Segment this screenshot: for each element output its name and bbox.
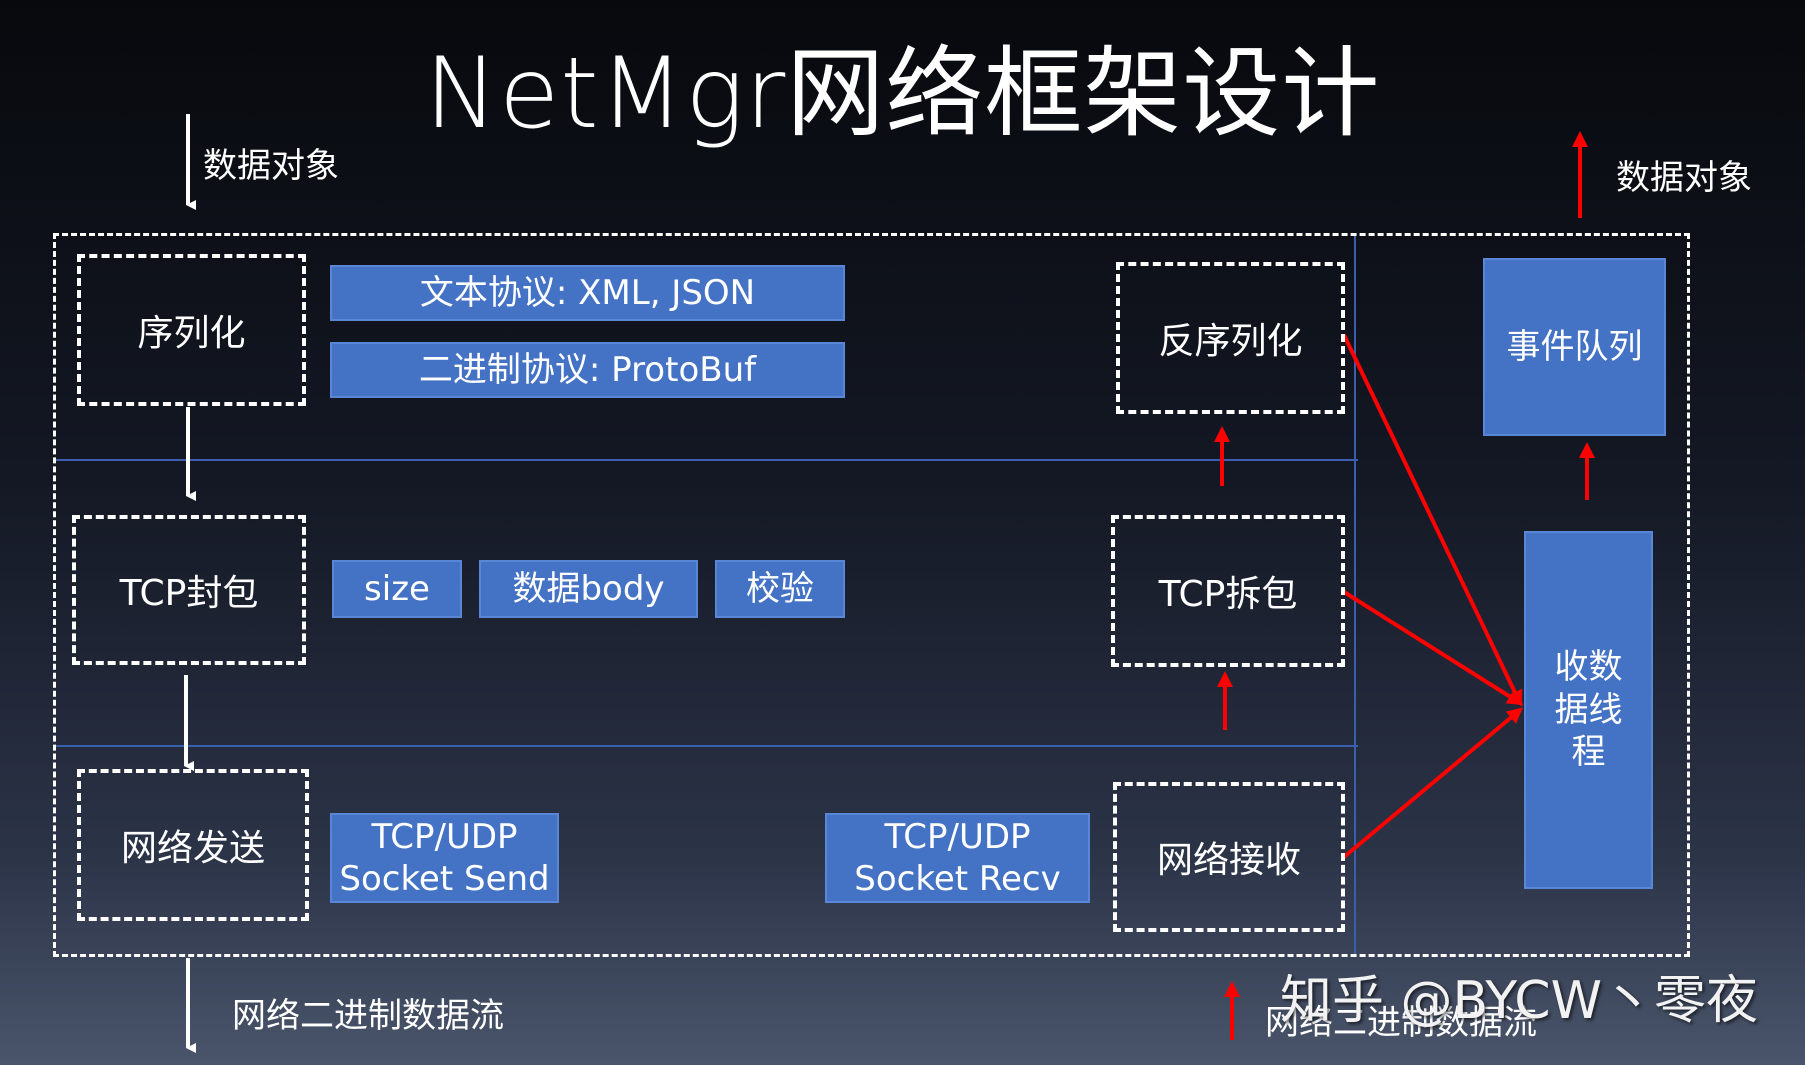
body-box: 数据body: [479, 560, 698, 618]
net-recv-label: 网络接收: [1156, 840, 1301, 881]
stream-out-label: 网络二进制数据流: [232, 996, 504, 1036]
arrow-recv-thread: [1342, 707, 1524, 859]
arrow-unpack-thread: [1342, 590, 1524, 706]
text-protocol-label: 文本协议: XML, JSON: [419, 272, 756, 313]
socket-recv-line-2: Socket Recv: [854, 859, 1061, 899]
socket-send-box: TCP/UDP Socket Send: [330, 813, 559, 903]
recv-thread-line-1: 收数: [1554, 647, 1623, 688]
arrow-deserialize-thread: [1342, 334, 1523, 707]
net-send-box: 网络发送: [77, 769, 309, 921]
tcp-unpack-label: TCP拆包: [1158, 574, 1298, 615]
socket-recv-box: TCP/UDP Socket Recv: [825, 813, 1090, 903]
body-label: 数据body: [512, 568, 665, 609]
socket-send-line-2: Socket Send: [339, 859, 550, 899]
size-box: size: [332, 560, 462, 618]
text-protocol-box: 文本协议: XML, JSON: [330, 265, 845, 321]
deserialize-box: 反序列化: [1116, 262, 1345, 414]
net-send-label: 网络发送: [120, 828, 265, 869]
recv-thread-box: 收数 据线 程: [1524, 531, 1653, 889]
binary-protocol-label: 二进制协议: ProtoBuf: [418, 349, 757, 390]
event-queue-label: 事件队列: [1506, 326, 1643, 367]
tcp-unpack-box: TCP拆包: [1111, 515, 1345, 667]
recv-thread-line-3: 程: [1571, 732, 1606, 773]
net-recv-box: 网络接收: [1113, 782, 1345, 932]
deserialize-label: 反序列化: [1158, 321, 1303, 362]
data-object-out-label: 数据对象: [1616, 158, 1752, 198]
stream-in-label: 网络二进制数据流: [1265, 1003, 1537, 1043]
serialize-label: 序列化: [137, 313, 246, 354]
data-object-in-label: 数据对象: [203, 146, 339, 186]
framework-frame: [53, 233, 1690, 957]
checksum-box: 校验: [715, 560, 845, 618]
checksum-label: 校验: [746, 568, 814, 609]
size-label: size: [364, 568, 430, 609]
serialize-box: 序列化: [77, 254, 306, 406]
page-title: NetMgr网络框架设计: [424, 37, 1381, 151]
binary-protocol-box: 二进制协议: ProtoBuf: [330, 342, 845, 398]
recv-thread-line-2: 据线: [1554, 689, 1623, 730]
tcp-pack-box: TCP封包: [72, 515, 306, 665]
socket-send-line-1: TCP/UDP: [371, 816, 518, 857]
tcp-pack-label: TCP封包: [119, 573, 259, 614]
socket-recv-line-1: TCP/UDP: [884, 816, 1031, 857]
watermark: 知乎 @BYCW丶零夜: [1280, 971, 1759, 1031]
event-queue-box: 事件队列: [1483, 258, 1666, 436]
